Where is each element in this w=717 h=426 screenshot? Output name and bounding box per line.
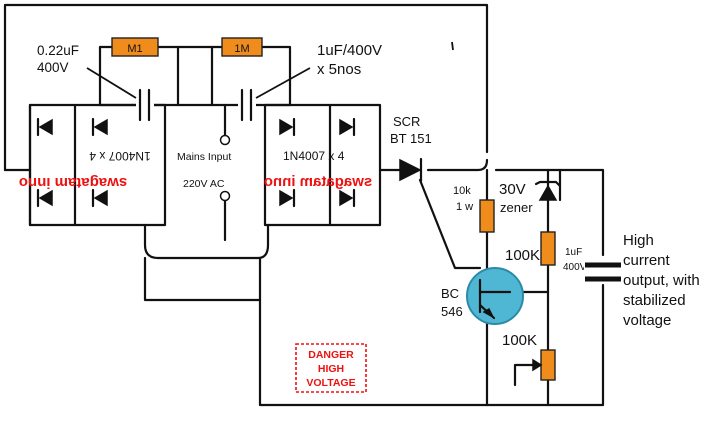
bridge-right-label: 1N4007 x 4: [283, 149, 345, 163]
watermark-right: swagatam inno: [264, 173, 372, 190]
cap2-qty: x 5nos: [317, 61, 361, 78]
capacitor-022uf: [136, 88, 154, 122]
danger-line-2: HIGH: [318, 363, 344, 375]
output-line-1: High: [623, 232, 654, 249]
resistor-m1: [111, 37, 159, 57]
cap1-voltage: 400V: [37, 60, 69, 75]
cap1-value: 0.22uF: [37, 43, 79, 58]
mains-input-label: Mains Input: [177, 151, 231, 163]
wiring: [3, 3, 605, 407]
transistor-bc546: [466, 267, 524, 325]
output-line-3: output, with: [623, 272, 700, 289]
resistor-100k-upper: [540, 231, 556, 266]
cap-out-value: 1uF: [565, 247, 582, 258]
zener-30v: [534, 180, 562, 201]
bridge-left-label: 1N4007 x 4: [89, 149, 151, 163]
resistor-1m-label: 1M: [234, 43, 249, 55]
danger-line-3: VOLTAGE: [306, 377, 355, 389]
scr-bt151: [399, 157, 423, 183]
capacitor-1uf-bank: [238, 88, 256, 122]
transistor-type-label: BC: [441, 286, 459, 301]
cap2-pointer: [255, 67, 311, 99]
res-100k-lower-label: 100K: [502, 332, 537, 349]
stray-mark: [451, 41, 454, 51]
output-description: High current output, with stabilized vol…: [623, 232, 700, 329]
cap-out-voltage: 400V: [563, 262, 587, 273]
output-capacitor: [584, 262, 622, 282]
cap1-pointer: [86, 67, 137, 99]
output-line-4: stabilized: [623, 292, 686, 309]
res-100k-upper-label: 100K: [505, 247, 540, 264]
cap2-value: 1uF/400V: [317, 42, 382, 59]
watermark-left: swagatam inno: [19, 174, 127, 191]
zener-voltage-label: 30V: [499, 181, 526, 198]
scr-type-label: SCR: [393, 114, 420, 129]
scr-part-label: BT 151: [390, 131, 432, 146]
zener-word-label: zener: [500, 200, 533, 215]
output-line-2: current: [623, 252, 671, 269]
resistor-10k: [479, 199, 495, 233]
res-10k-label: 10k: [453, 185, 471, 197]
preset-wiper-arrow: [532, 358, 543, 372]
left-bridge-diodes: [36, 117, 108, 208]
resistor-m1-label: M1: [127, 43, 142, 55]
mains-terminal-top: [219, 134, 231, 146]
mains-voltage-label: 220V AC: [183, 178, 225, 190]
output-line-5: voltage: [623, 312, 671, 329]
resistor-1m: [221, 37, 263, 57]
resistor-100k-lower: [540, 349, 556, 381]
transistor-part-label: 546: [441, 304, 463, 319]
res-10k-power: 1 w: [456, 201, 473, 213]
mains-terminal-bottom: [219, 190, 231, 202]
danger-line-1: DANGER: [308, 349, 354, 361]
danger-warning: DANGER HIGH VOLTAGE: [295, 343, 367, 393]
right-bridge-diodes: [279, 117, 356, 208]
